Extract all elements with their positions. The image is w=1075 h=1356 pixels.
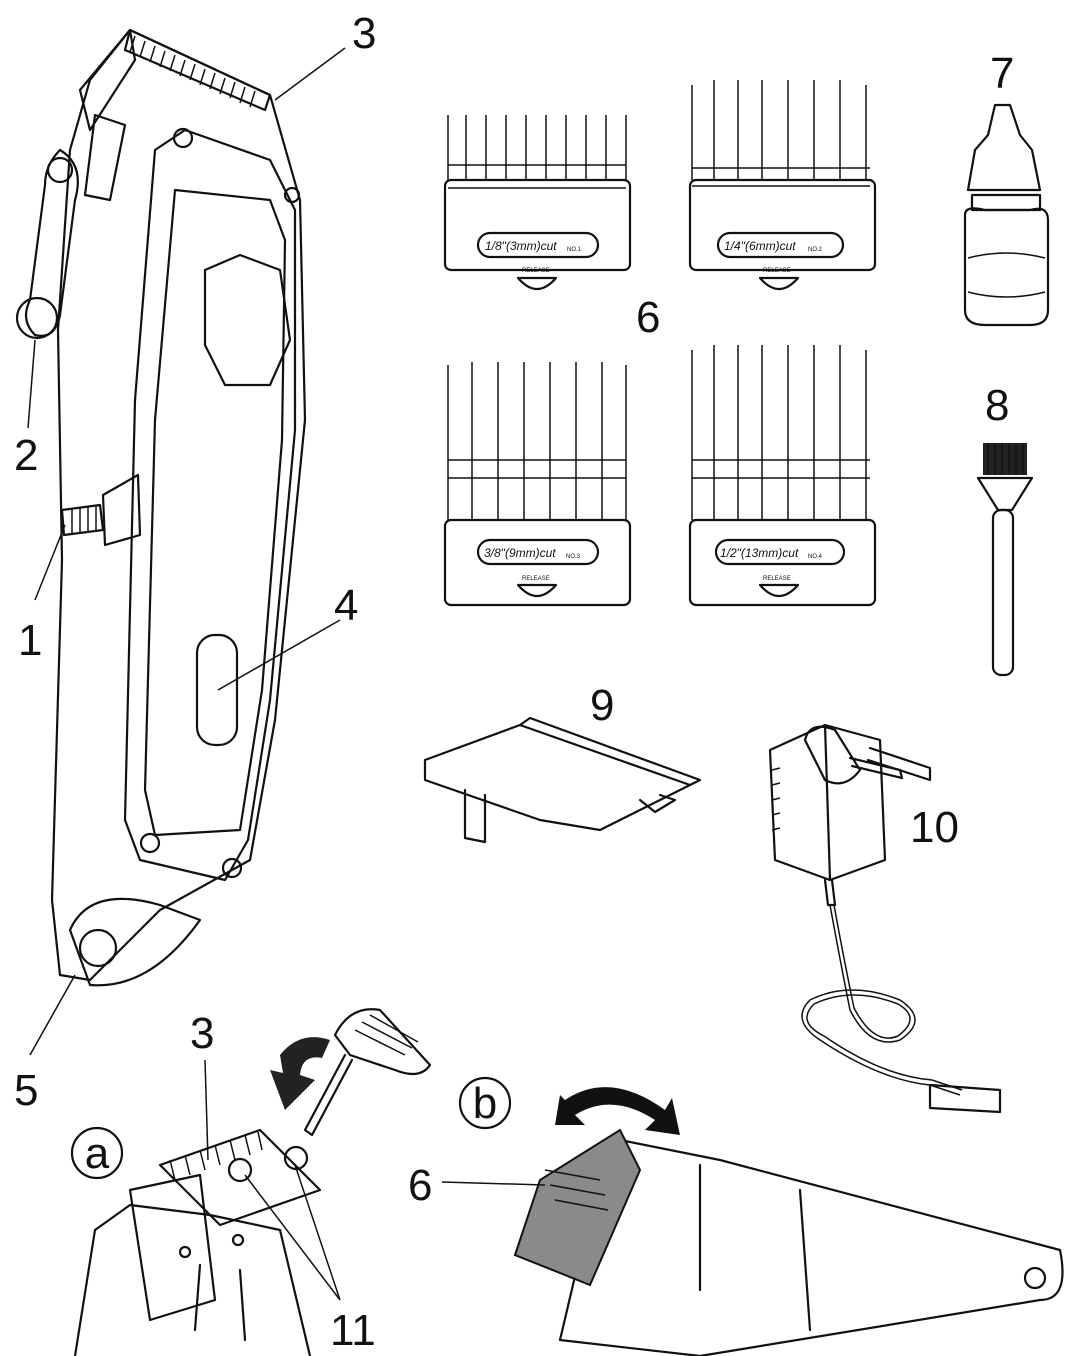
callout-3-detail: 3 (190, 1009, 214, 1058)
power-adapter (768, 723, 1002, 1114)
step-b-badge: b (458, 1076, 512, 1130)
leader-lines-step-a (204, 1059, 341, 1301)
callout-3-top: 3 (352, 9, 376, 58)
oil-bottle (963, 103, 1050, 327)
step-b-letter: b (473, 1079, 497, 1128)
step-a-letter: a (85, 1129, 110, 1178)
comb-3-number: NO.3 (566, 554, 581, 560)
comb-4-label: 1/2"(13mm)cut (720, 546, 799, 560)
callout-9: 9 (590, 681, 614, 730)
callout-2: 2 (14, 431, 38, 480)
comb-4-number: NO.4 (808, 554, 823, 560)
step-b-comb-attached (513, 1087, 1064, 1356)
comb-1-release: RELEASE (522, 268, 550, 274)
comb-1-label: 1/8"(3mm)cut (485, 239, 557, 253)
leader-line-step-b (441, 1181, 546, 1186)
step-a-blade-detail (73, 1008, 432, 1356)
comb-guide-1: 1/8"(3mm)cut NO.1 RELEASE (443, 115, 632, 291)
callout-11: 11 (330, 1306, 376, 1355)
comb-guide-3: 3/8"(9mm)cut NO.3 RELEASE (443, 362, 632, 607)
callout-numbers: 3 2 1 4 5 6 7 8 9 10 3 11 6 (14, 9, 1014, 1355)
callout-8: 8 (985, 381, 1009, 430)
comb-guide-4: 1/2"(13mm)cut NO.4 RELEASE (688, 345, 877, 607)
comb-2-number: NO.2 (808, 247, 823, 253)
callout-4: 4 (334, 581, 358, 630)
leader-lines-main (27, 47, 346, 1056)
callout-7: 7 (990, 49, 1014, 98)
callout-6-detail: 6 (408, 1161, 432, 1210)
comb-3-label: 3/8"(9mm)cut (484, 546, 556, 560)
comb-4-release: RELEASE (763, 576, 791, 582)
comb-guide-2: 1/4"(6mm)cut NO.2 RELEASE (688, 80, 877, 291)
callout-6-combs: 6 (636, 293, 660, 342)
blade-guard (423, 716, 702, 844)
callout-5: 5 (14, 1066, 38, 1115)
callout-10: 10 (910, 803, 959, 852)
clipper-body (15, 28, 307, 987)
comb-2-label: 1/4"(6mm)cut (724, 239, 796, 253)
comb-3-release: RELEASE (522, 576, 550, 582)
cleaning-brush (976, 443, 1034, 677)
comb-1-number: NO.1 (567, 247, 582, 253)
comb-2-release: RELEASE (763, 268, 791, 274)
callout-1: 1 (18, 616, 42, 665)
step-a-badge: a (70, 1126, 124, 1180)
